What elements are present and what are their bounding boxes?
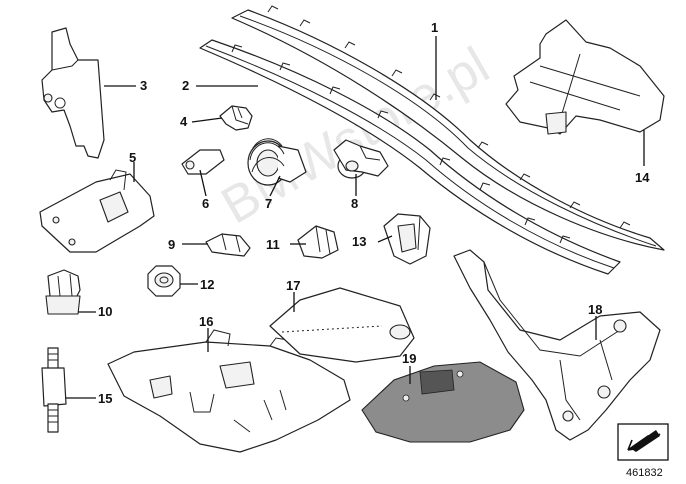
part-19-insulation — [361, 361, 525, 443]
callout-6: 6 — [202, 196, 209, 211]
callout-16: 16 — [199, 314, 213, 329]
part-11-clip — [297, 225, 339, 259]
part-15-stud — [41, 347, 67, 433]
callout-19: 19 — [402, 351, 416, 366]
orientation-arrow-icon — [617, 423, 669, 461]
part-18-large-bracket — [453, 249, 661, 441]
part-9-clip — [205, 233, 251, 257]
callout-3: 3 — [140, 78, 147, 93]
part-1-cable-duct — [231, 5, 665, 251]
part-16-carrier-plate — [107, 329, 351, 453]
part-17-sheet — [269, 287, 415, 363]
part-5-plate — [39, 169, 155, 253]
part-10-clip — [45, 269, 81, 315]
leader-lines — [66, 36, 645, 399]
callout-11: 11 — [266, 237, 280, 252]
part-13-holder — [383, 213, 431, 265]
part-2-cable-duct — [199, 39, 621, 275]
callout-18: 18 — [588, 302, 602, 317]
callout-9: 9 — [168, 237, 175, 252]
callout-15: 15 — [98, 391, 112, 406]
part-3-bracket — [41, 27, 105, 159]
callout-12: 12 — [200, 277, 214, 292]
callout-7: 7 — [265, 196, 272, 211]
callout-13: 13 — [352, 234, 366, 249]
callout-4: 4 — [180, 114, 188, 129]
part-7-grommet — [247, 138, 307, 186]
part-6-eyelet — [181, 149, 225, 175]
part-14-bracket — [505, 19, 665, 135]
callout-17: 17 — [286, 278, 300, 293]
part-4-clip — [219, 105, 253, 131]
callout-1: 1 — [431, 20, 438, 35]
callout-10: 10 — [98, 304, 112, 319]
callout-14: 14 — [635, 170, 650, 185]
callout-5: 5 — [129, 150, 136, 165]
part-12-nut — [147, 265, 181, 297]
part-8-cable-clip — [333, 139, 389, 179]
document-number: 461832 — [626, 467, 663, 479]
callout-8: 8 — [351, 196, 358, 211]
callout-2: 2 — [182, 78, 189, 93]
